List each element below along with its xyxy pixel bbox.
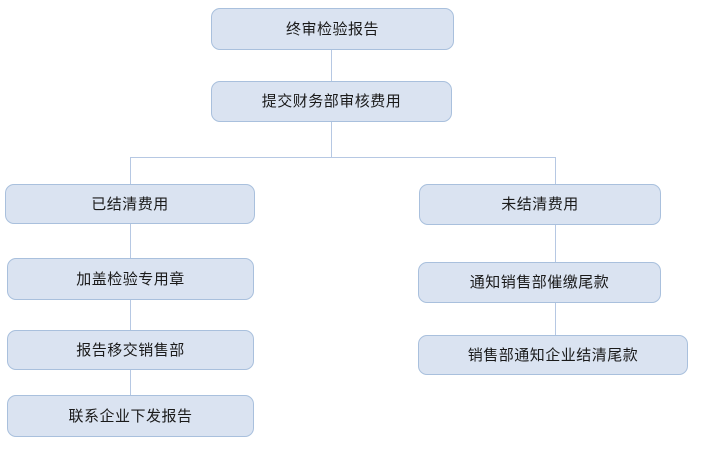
connector-branch-left-drop <box>130 157 131 184</box>
node-label: 销售部通知企业结清尾款 <box>467 345 639 364</box>
connector-n4-n6 <box>555 225 556 262</box>
connector-n7-n9 <box>130 370 131 395</box>
node-contact-company-issue-report[interactable]: 联系企业下发报告 <box>7 395 254 437</box>
node-label: 报告移交销售部 <box>76 340 185 359</box>
node-submit-finance-review-fee[interactable]: 提交财务部审核费用 <box>211 81 452 122</box>
node-fee-settled[interactable]: 已结清费用 <box>5 184 255 224</box>
connector-branch-right-drop <box>555 157 556 184</box>
connector-n6-n8 <box>555 303 556 335</box>
node-affix-inspection-seal[interactable]: 加盖检验专用章 <box>7 258 254 300</box>
node-label: 通知销售部催缴尾款 <box>469 273 610 291</box>
connector-n1-n2 <box>331 50 332 81</box>
node-label: 联系企业下发报告 <box>68 406 193 425</box>
node-sales-notify-company-settle-balance[interactable]: 销售部通知企业结清尾款 <box>418 335 688 375</box>
node-fee-unsettled[interactable]: 未结清费用 <box>419 184 661 225</box>
node-final-inspection-report[interactable]: 终审检验报告 <box>211 8 454 50</box>
connector-n5-n7 <box>130 300 131 330</box>
node-label: 已结清费用 <box>91 194 169 213</box>
node-label: 终审检验报告 <box>285 19 379 38</box>
connector-branch-bar <box>130 157 556 158</box>
node-label: 加盖检验专用章 <box>76 269 185 288</box>
node-label: 提交财务部审核费用 <box>261 92 402 110</box>
node-label: 未结清费用 <box>501 195 579 213</box>
connector-n2-branch-stem <box>331 122 332 157</box>
node-notify-sales-collect-balance[interactable]: 通知销售部催缴尾款 <box>418 262 661 303</box>
node-transfer-report-to-sales[interactable]: 报告移交销售部 <box>7 330 254 370</box>
connector-n3-n5 <box>130 224 131 258</box>
